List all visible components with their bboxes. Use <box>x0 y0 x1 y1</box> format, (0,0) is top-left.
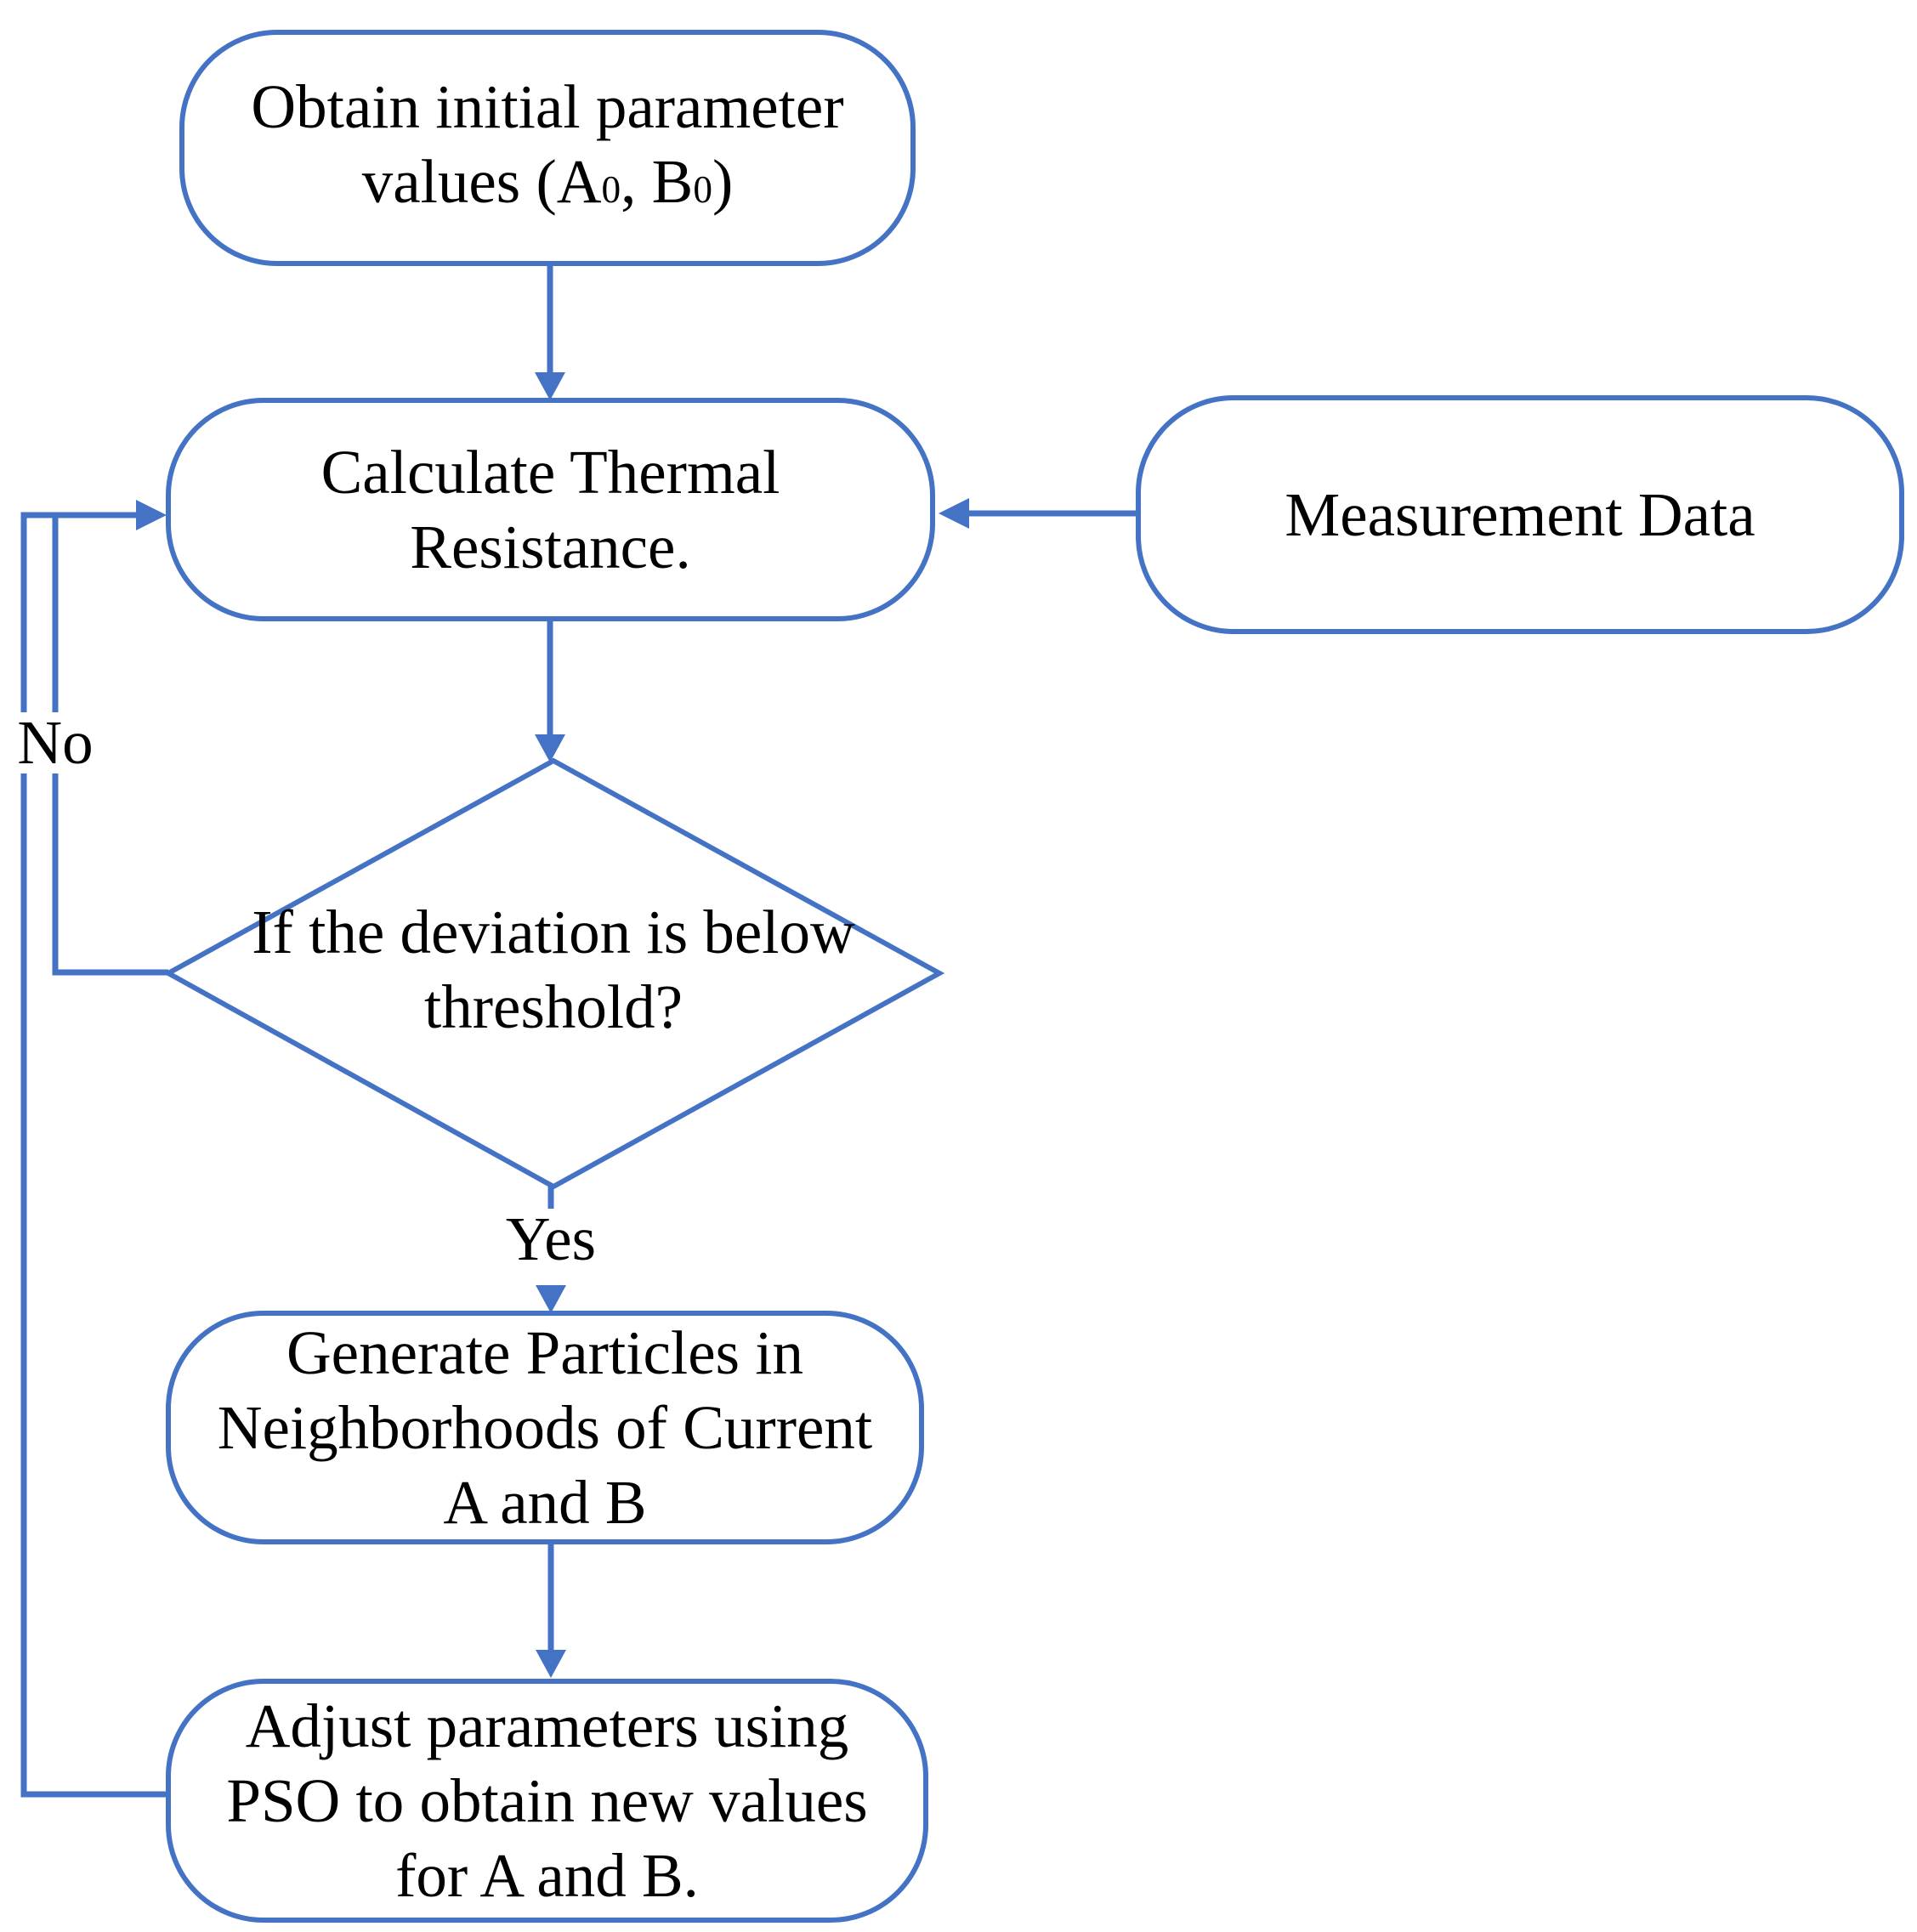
edge-decision-no-loop <box>52 515 168 976</box>
adjust-node: Adjust parameters using PSO to obtain ne… <box>166 1679 928 1923</box>
adjust-line1: Adjust parameters using <box>245 1691 849 1760</box>
generate-line1: Generate Particles in <box>286 1317 804 1387</box>
arrowhead-generate-to-adjust <box>536 1650 566 1678</box>
subscript-b0: 0 <box>693 167 712 211</box>
calculate-line2: Resistance. <box>410 512 691 581</box>
edge-adjust-loop <box>20 512 166 1798</box>
measurement-label: Measurement Data <box>1285 479 1755 549</box>
decision-text: If the deviation is below threshold? <box>213 895 893 1045</box>
generate-line3: A and B <box>443 1467 647 1537</box>
adjust-line3: for A and B. <box>395 1840 699 1910</box>
no-label: No <box>9 711 102 773</box>
calculate-line1: Calculate Thermal <box>320 437 780 507</box>
arrowhead-loop-to-calculate <box>136 500 167 530</box>
arrowhead-decision-to-generate <box>536 1285 566 1313</box>
arrowhead-obtain-to-calculate <box>535 372 565 400</box>
decision-line2: threshold? <box>423 972 683 1041</box>
measurement-node: Measurement Data <box>1136 395 1904 634</box>
generate-line2: Neighborhoods of Current <box>217 1392 873 1462</box>
arrowhead-calculate-to-decision <box>535 734 565 762</box>
generate-node: Generate Particles in Neighborhoods of C… <box>166 1311 924 1544</box>
decision-line1: If the deviation is below <box>252 898 855 966</box>
obtain-node: Obtain initial parameter values (A0, B0) <box>179 30 916 266</box>
obtain-line1: Obtain initial parameter <box>251 71 844 141</box>
adjust-line2: PSO to obtain new values <box>226 1765 868 1835</box>
arrowhead-measurement-to-calculate <box>939 498 969 529</box>
decision-diamond <box>162 757 945 1190</box>
subscript-a0: 0 <box>601 167 621 211</box>
yes-label: Yes <box>500 1208 602 1285</box>
calculate-node: Calculate Thermal Resistance. <box>166 398 935 621</box>
obtain-line2: values (A0, B0) <box>361 146 734 216</box>
